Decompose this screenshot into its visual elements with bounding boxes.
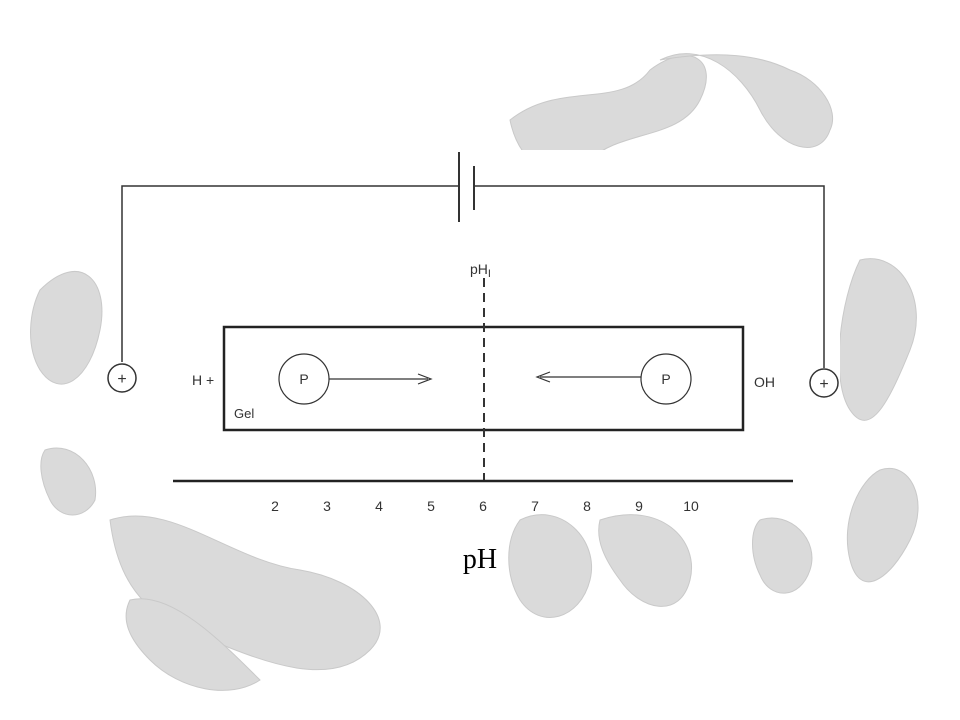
- protein-right-label: P: [661, 371, 670, 387]
- gel-label: Gel: [234, 406, 254, 421]
- ph-scale-ticks: 2 3 4 5 6 7 8 9 10: [271, 498, 699, 514]
- ph-scale-tick-label: 8: [583, 498, 591, 514]
- protein-right-icon: [640, 353, 692, 405]
- left-electrode-symbol: +: [117, 371, 126, 388]
- ph-scale-tick-label: 2: [271, 498, 279, 514]
- isoelectric-point-label: pHI: [470, 261, 491, 280]
- circuit-wire-right: [474, 185, 825, 368]
- arrowhead-left-icon: [535, 371, 551, 383]
- hydrogen-ion-label: H +: [192, 372, 214, 388]
- left-electrode-icon: [107, 363, 137, 393]
- ph-scale-tick-label: 6: [479, 498, 487, 514]
- hydroxide-ion-label: OH: [754, 374, 775, 390]
- ph-scale-tick-label: 3: [323, 498, 331, 514]
- ph-scale-tick-label: 7: [531, 498, 539, 514]
- diagram-panel: [108, 150, 840, 514]
- ph-scale-tick-label: 10: [683, 498, 699, 514]
- protein-left-label: P: [299, 371, 308, 387]
- ph-scale-tick-label: 9: [635, 498, 643, 514]
- ph-scale-tick-label: 5: [427, 498, 435, 514]
- arrowhead-right-icon: [417, 373, 433, 385]
- right-electrode-symbol: +: [819, 376, 828, 393]
- ph-caption: pH: [462, 544, 498, 575]
- right-electrode-icon: [809, 368, 839, 398]
- ph-scale-tick-label: 4: [375, 498, 383, 514]
- circuit-wire: [121, 185, 459, 362]
- isoelectric-subscript: I: [488, 268, 491, 280]
